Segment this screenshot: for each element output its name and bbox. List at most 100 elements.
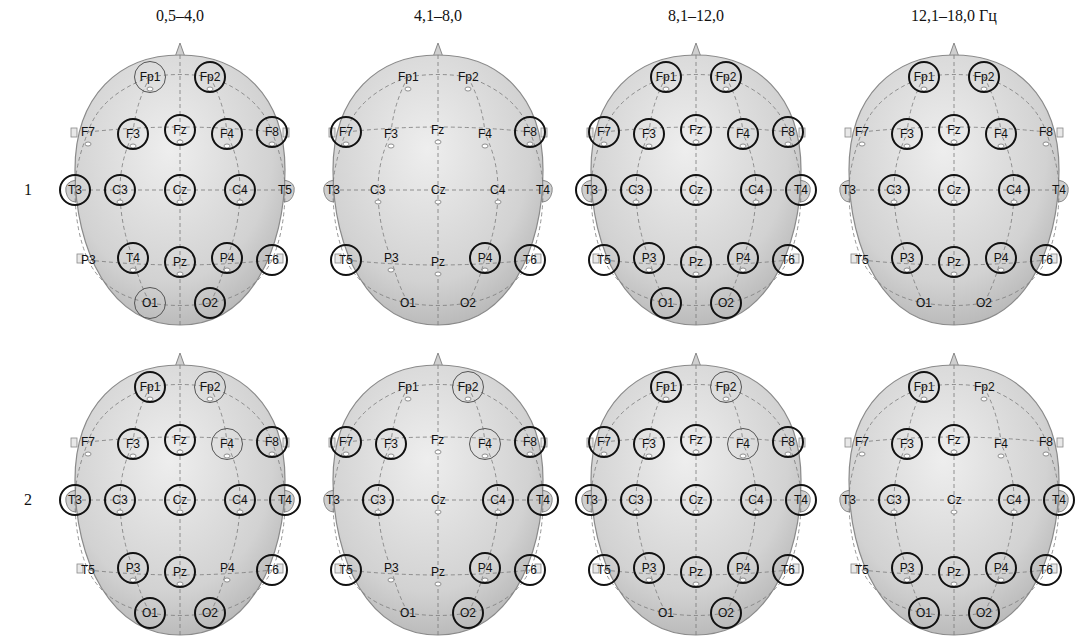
electrode-circle: P4 [469, 552, 501, 584]
electrode-circle: T4 [269, 484, 301, 516]
electrode-label: T4 [1052, 184, 1066, 196]
electrode-label: Pz [431, 256, 445, 268]
electrode-name: Fz [947, 434, 960, 446]
electrode-label: P3 [81, 254, 96, 266]
electrode-circle: F8 [256, 426, 288, 458]
electrode-label: T5 [81, 564, 95, 576]
electrode-name: T6 [523, 564, 537, 576]
electrode-circle: T6 [1030, 244, 1062, 276]
electrode-name: Fp1 [140, 381, 161, 393]
electrode-name: Fp1 [914, 71, 935, 83]
electrode-name: C3 [112, 494, 127, 506]
electrode-circle: F3 [633, 428, 665, 460]
electrode-label: T3 [326, 494, 340, 506]
electrode-label: F8 [1039, 436, 1053, 448]
electrode-name: Cz [947, 184, 962, 196]
electrode-circle: F3 [117, 118, 149, 150]
electrode-circle: T4 [1043, 484, 1075, 516]
electrode-name: F4 [220, 128, 234, 140]
electrode-circle: C3 [104, 484, 136, 516]
electrode-circle: T6 [256, 244, 288, 276]
electrode-name: C4 [232, 184, 247, 196]
electrode-name: O2 [202, 297, 218, 309]
electrode-name: T3 [68, 184, 82, 196]
electrode-circle: C3 [620, 174, 652, 206]
electrode-name: Pz [689, 256, 703, 268]
electrode-circle: P4 [727, 552, 759, 584]
electrode-name: Fp2 [974, 71, 995, 83]
electrode-circle: Fz [164, 424, 196, 456]
electrode-circle: F8 [514, 426, 546, 458]
electrode-circle: T6 [514, 554, 546, 586]
electrode-name: Fp2 [458, 381, 479, 393]
electrode-label: Fz [431, 434, 444, 446]
electrode-circle: P4 [985, 242, 1017, 274]
electrode-name: O2 [718, 297, 734, 309]
band-header: 4,1–8,0 [414, 7, 462, 25]
electrode-name: Fz [173, 434, 186, 446]
electrode-circle: F3 [117, 428, 149, 460]
electrode-label: O2 [976, 297, 992, 309]
electrode-name: F8 [523, 126, 537, 138]
electrode-name: O1 [142, 607, 158, 619]
electrode-circle: T6 [1030, 554, 1062, 586]
electrode-label: P3 [384, 252, 399, 264]
electrode-label: P3 [384, 562, 399, 574]
electrode-circle: Fp2 [710, 371, 742, 403]
electrode-circle: F4 [985, 118, 1017, 150]
electrode-name: P4 [736, 252, 751, 264]
electrode-name: C3 [112, 184, 127, 196]
electrode-circle: F7 [588, 426, 620, 458]
electrode-name: O2 [202, 607, 218, 619]
electrode-name: C3 [886, 494, 901, 506]
electrode-circle: T3 [575, 174, 607, 206]
electrode-circle: O2 [452, 597, 484, 629]
electrode-name: T3 [68, 494, 82, 506]
electrode-label: C4 [490, 184, 505, 196]
electrode-name: F3 [900, 438, 914, 450]
electrode-circle: Fp1 [908, 371, 940, 403]
electrode-name: F8 [781, 126, 795, 138]
electrode-circle: Fp2 [968, 61, 1000, 93]
electrode-circle: P3 [891, 242, 923, 274]
electrode-name: Pz [173, 256, 187, 268]
electrode-circle: T6 [514, 244, 546, 276]
electrode-circle: Pz [938, 556, 970, 588]
electrode-circle: O2 [710, 287, 742, 319]
electrode-name: P3 [126, 562, 141, 574]
electrode-label: F4 [994, 438, 1008, 450]
electrode-label: P4 [220, 562, 235, 574]
electrode-name: C4 [748, 494, 763, 506]
electrode-name: F7 [339, 436, 353, 448]
electrode-name: T4 [794, 494, 808, 506]
band-header: 12,1–18,0 Гц [911, 7, 997, 25]
electrode-circle: Cz [680, 484, 712, 516]
electrode-name: T5 [339, 564, 353, 576]
electrode-label: F7 [81, 436, 95, 448]
electrode-circle: Fz [164, 114, 196, 146]
electrode-circle: Fz [680, 114, 712, 146]
electrode-circle: T5 [330, 244, 362, 276]
electrode-name: C4 [1006, 494, 1021, 506]
electrode-name: Fz [173, 124, 186, 136]
electrode-name: P4 [478, 252, 493, 264]
electrode-circle: P3 [891, 552, 923, 584]
electrode-label: Fp2 [458, 71, 479, 83]
electrode-circle: F3 [375, 428, 407, 460]
electrode-label: C3 [370, 184, 385, 196]
electrode-circle: T5 [588, 554, 620, 586]
electrode-circle: F4 [727, 428, 759, 460]
electrode-circle: F7 [588, 116, 620, 148]
row-number: 1 [24, 181, 32, 199]
electrode-circle: Pz [680, 556, 712, 588]
electrode-circle: O2 [710, 597, 742, 629]
electrode-circle: O2 [194, 287, 226, 319]
electrode-circle: Fz [938, 424, 970, 456]
electrode-circle: Cz [680, 174, 712, 206]
electrode-name: C3 [628, 184, 643, 196]
electrode-name: O1 [916, 607, 932, 619]
electrode-circle: T5 [330, 554, 362, 586]
electrode-name: F4 [736, 128, 750, 140]
electrode-name: T6 [523, 254, 537, 266]
